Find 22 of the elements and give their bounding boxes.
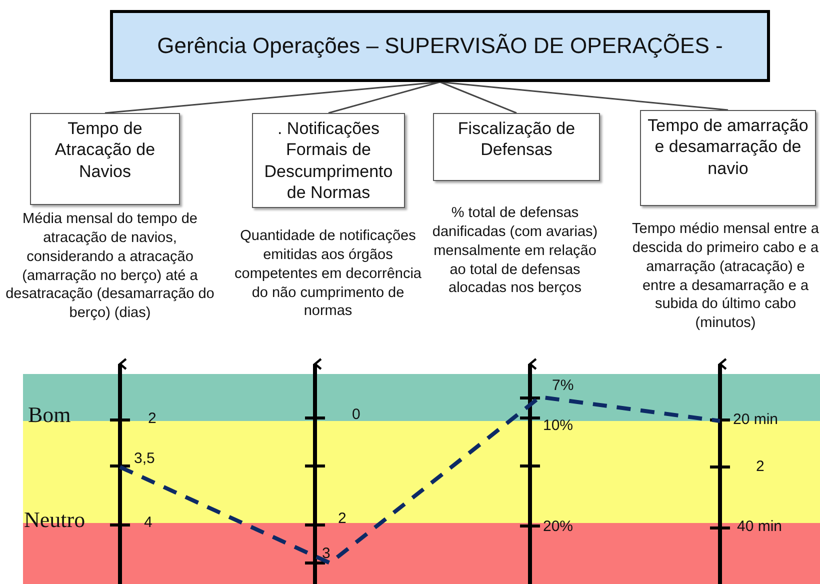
- tick-label: 7%: [552, 377, 574, 394]
- indicator-box: Fiscalização de Defensas: [433, 113, 600, 181]
- description-text: Quantidade de notificações emitidas aos órgãos competentes em decorrência do não cumprimento de normas: [234, 227, 422, 322]
- tick-label: 2: [338, 510, 346, 527]
- tick-label: 2: [756, 458, 764, 475]
- description-text: % total de defensas danificadas (com avarias) mensalmente em relação ao total de defensas alocadas nos berços: [431, 204, 599, 298]
- indicator-box: Tempo de amarração e desamarração de navio: [640, 110, 816, 206]
- indicator-box: . Notificações Formais de Descumprimento de Normas: [252, 113, 405, 208]
- tick-label: 0: [352, 406, 360, 423]
- tick-label: 20%: [543, 518, 574, 535]
- connector-line: [440, 81, 728, 111]
- connector-line: [328, 81, 440, 114]
- tick-label: 40 min: [737, 518, 782, 535]
- header-box: Gerência Operações – SUPERVISÃO DE OPERAÇÕES -: [110, 10, 770, 82]
- rating-label: Bom: [28, 402, 71, 428]
- tick-label: 3,5: [134, 450, 155, 467]
- indicator-box: Tempo de Atracação de Navios: [30, 113, 180, 205]
- tick-label: 10%: [543, 417, 574, 434]
- connector-line: [440, 81, 517, 114]
- description-text: Média mensal do tempo de atracação de navios, considerando a atracação (amarração no berço) até a desatracação (desamarração do berço) (dias): [4, 210, 216, 324]
- description-text: Tempo médio mensal entre a descida do primeiro cabo e a amarração (atracação) e entre a desamarração e a subida do último cabo (minutos): [631, 220, 820, 334]
- tick-label: 3: [322, 545, 330, 562]
